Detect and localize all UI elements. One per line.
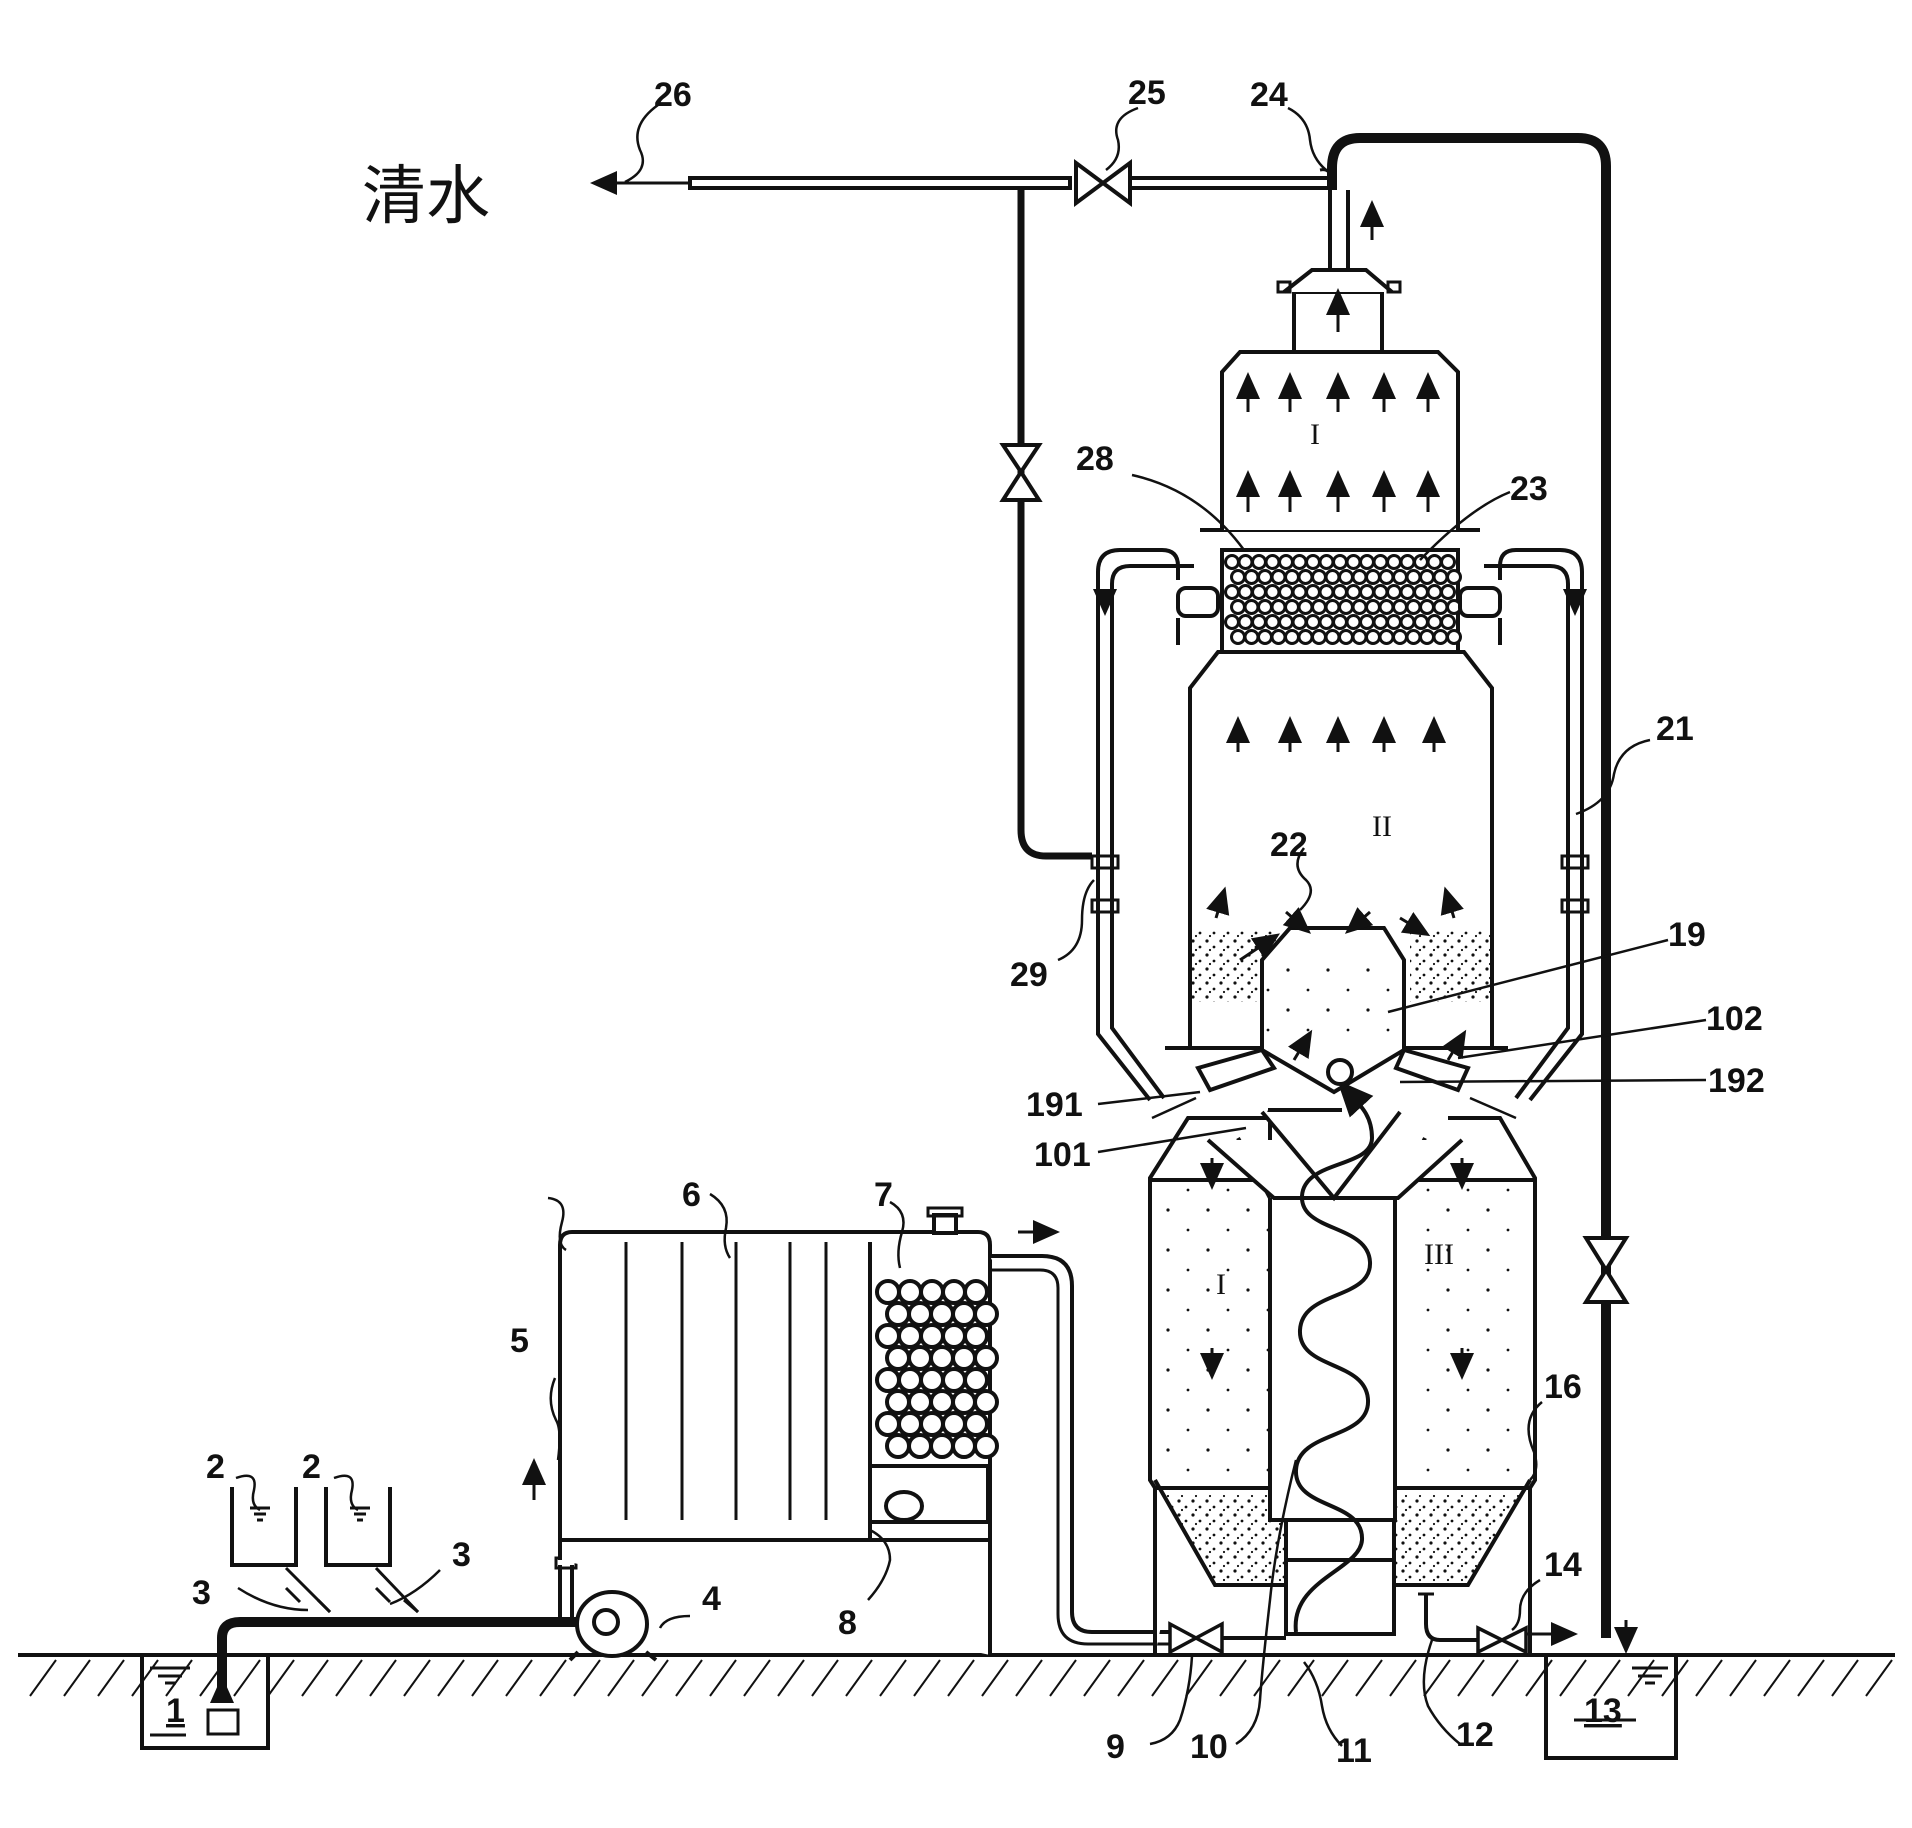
dosing-tank-right [324, 1487, 392, 1567]
label-3b: 3 [452, 1536, 471, 1574]
zone-right-label: III [1424, 1238, 1454, 1271]
zone-middle-label: II [1372, 810, 1392, 843]
label-101: 101 [1034, 1136, 1091, 1174]
label-22: 22 [1270, 826, 1308, 864]
label-21: 21 [1656, 710, 1694, 748]
label-191: 191 [1026, 1086, 1083, 1124]
pump [554, 1556, 658, 1662]
inlet-valve [1168, 1621, 1224, 1655]
ball-media [875, 1279, 999, 1459]
label-26: 26 [654, 76, 692, 114]
label-1: 1 [166, 1692, 185, 1730]
sludge-valve [1476, 1622, 1578, 1655]
outlet-text: 清水 [362, 160, 490, 234]
recycle-pipe [1327, 133, 1611, 1638]
zone-upper-label: I [1310, 418, 1320, 451]
label-5: 5 [510, 1322, 529, 1360]
dosing-lines [284, 1566, 420, 1614]
sludge-tank [1544, 1656, 1678, 1760]
feed-pipe [217, 1617, 598, 1700]
label-28: 28 [1076, 440, 1114, 478]
ground [18, 1653, 1895, 1697]
label-13: 13 [1584, 1692, 1622, 1730]
drain-valve [999, 443, 1043, 502]
tube-settler [1176, 528, 1502, 654]
transfer-pipe [990, 1254, 1170, 1634]
reaction-tank [522, 1206, 1060, 1655]
label-2b: 2 [302, 1448, 321, 1486]
label-10: 10 [1190, 1728, 1228, 1766]
part-labels: 清水 I II I III 1 2 2 3 3 4 5 6 7 8 9 10 1… [166, 74, 1765, 1770]
zone-left-label: I [1216, 1268, 1226, 1301]
label-19: 19 [1668, 916, 1706, 954]
dosing-tank-left [230, 1487, 298, 1567]
leader-lines [235, 103, 1707, 1747]
label-12: 12 [1456, 1716, 1494, 1754]
drain-line [1017, 188, 1092, 860]
label-9: 9 [1106, 1728, 1125, 1766]
label-29: 29 [1010, 956, 1048, 994]
recycle-valve [1582, 1236, 1630, 1304]
middle-tower [1165, 650, 1508, 1095]
outlet-valve [1074, 159, 1132, 207]
zone-connectors [1151, 1047, 1517, 1120]
label-23: 23 [1510, 470, 1548, 508]
raw-water-tank [140, 1656, 270, 1750]
label-2a: 2 [206, 1448, 225, 1486]
label-11: 11 [1336, 1732, 1372, 1770]
label-24: 24 [1250, 76, 1288, 114]
label-6: 6 [682, 1176, 701, 1214]
label-14: 14 [1544, 1546, 1582, 1584]
side-pipes [1090, 548, 1590, 1102]
label-25: 25 [1128, 74, 1166, 112]
label-3a: 3 [192, 1574, 211, 1612]
upper-tower [1220, 190, 1460, 530]
label-4: 4 [702, 1580, 721, 1618]
label-192: 192 [1708, 1062, 1765, 1100]
label-16: 16 [1544, 1368, 1582, 1406]
clean-water-outlet [590, 168, 1332, 195]
label-8: 8 [838, 1604, 857, 1642]
label-7: 7 [874, 1176, 893, 1214]
label-102: 102 [1706, 1000, 1763, 1038]
lower-tower [1148, 1080, 1537, 1655]
